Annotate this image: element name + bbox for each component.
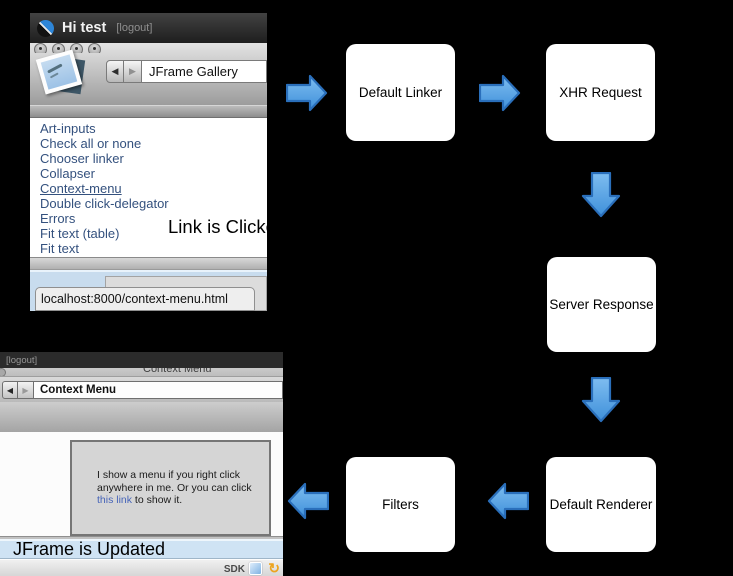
frame-navigation: ◀ ▶ JFrame Gallery [106,60,267,83]
flow-box-xhr-request: XHR Request [546,44,655,141]
mini-window-icon [0,368,6,376]
forward-button[interactable]: ▶ [124,60,142,83]
flow-box-label: Default Linker [358,85,443,100]
logout-link[interactable]: [logout] [116,22,153,34]
flow-box-filters: Filters [346,457,455,552]
photo-stack-icon [35,49,89,100]
flow-arrow-right-icon [479,74,521,112]
gallery-link-art-inputs[interactable]: Art-inputs [40,121,96,136]
back-button[interactable]: ◀ [2,381,18,399]
toolbar-button-row [34,43,124,53]
gallery-link-double-click[interactable]: Double click-delegator [40,196,169,211]
reload-swirl-icon[interactable]: ↻ [268,560,280,576]
gallery-link-fit-text-table[interactable]: Fit text (table) [40,226,120,241]
flow-arrow-down-icon [581,377,621,423]
status-url-tooltip: localhost:8000/context-menu.html [35,287,255,311]
flow-box-server-response: Server Response [547,257,656,352]
back-button[interactable]: ◀ [106,60,124,83]
toolbar-divider-strip [30,105,267,118]
sdk-label: SDK [223,564,245,575]
flow-box-label: Default Renderer [549,497,653,512]
flow-arrow-right-icon [286,74,328,112]
flow-box-label: XHR Request [559,85,642,100]
flow-arrow-left-icon [287,482,329,520]
gallery-link-collapser[interactable]: Collapser [40,166,95,181]
flow-box-default-renderer: Default Renderer [546,457,656,552]
divider-strip [0,536,283,539]
demo-text-line2: anywhere in me. Or you can click [97,481,252,494]
flow-box-default-linker: Default Linker [346,44,455,141]
flow-box-label: Filters [382,497,419,512]
bottom-browser-window: [logout] Context Menu ◀ ▶ Context Menu I… [0,352,283,576]
frame-content: I show a menu if you right click anywher… [0,432,283,536]
logout-link[interactable]: [logout] [6,354,38,366]
toolbar-circle-button[interactable] [34,43,47,53]
gallery-link-check-all[interactable]: Check all or none [40,136,142,151]
frame-status-strip [0,539,283,559]
flow-arrow-down-icon [581,172,621,218]
caption-link-is-clicked: Link is Clicked [168,216,267,237]
gallery-link-errors[interactable]: Errors [40,211,76,226]
status-bar: SDK ↻ [0,559,283,576]
gallery-link-list: Art-inputs Check all or none Chooser lin… [30,118,267,257]
window-title: Hi test [62,20,107,36]
toolbar-gradient-area [0,402,283,432]
frame-navigation: ◀ ▶ Context Menu [0,377,283,402]
gallery-link-context-menu[interactable]: Context-menu [40,181,122,196]
gallery-link-fit-text[interactable]: Fit text [40,241,80,256]
app-logo-icon [37,19,54,37]
this-link[interactable]: this link [97,494,133,506]
demo-text-line3: this link to show it. [97,494,269,507]
clipped-window-title: Context Menu [143,368,212,375]
toolbar-circle-button[interactable] [52,43,65,53]
gallery-link-chooser-linker[interactable]: Chooser linker [40,151,124,166]
forward-button[interactable]: ▶ [18,381,34,399]
demo-text-line1: I show a menu if you right click [97,469,240,481]
frame-title-field[interactable]: Context Menu [34,381,283,399]
context-menu-demo-box[interactable]: I show a menu if you right click anywher… [70,440,271,536]
window-footer-bar [30,257,267,270]
browser-toolbar: ◀ ▶ JFrame Gallery [30,43,267,105]
top-browser-window: Hi test [logout] ◀ ▶ JFrame Gallery Art-… [30,13,267,311]
toolbar-circle-button[interactable] [70,43,83,53]
flow-arrow-left-icon [487,482,529,520]
photo-app-icon[interactable] [249,562,262,575]
window-titlebar: Hi test [logout] [30,13,267,43]
flow-box-label: Server Response [549,297,654,312]
frame-title-field[interactable]: JFrame Gallery [142,60,267,83]
demo-text-line3-rest: to show it. [132,494,183,506]
window-titlebar: [logout] [0,352,283,368]
caption-jframe-is-updated: JFrame is Updated [13,539,166,559]
toolbar-circle-button[interactable] [88,43,101,53]
window-title-strip: Context Menu [0,368,283,377]
